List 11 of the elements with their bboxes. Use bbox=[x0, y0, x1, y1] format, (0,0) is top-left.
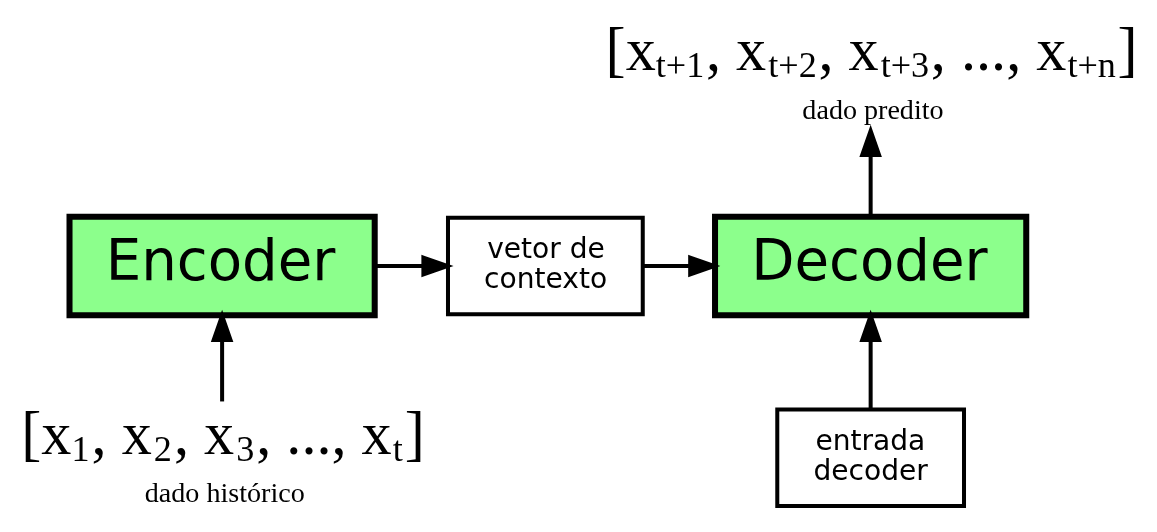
node-box: Decoder bbox=[712, 213, 1030, 319]
arrow bbox=[643, 254, 721, 278]
node-box: entrada decoder bbox=[775, 407, 966, 508]
node-box: Encoder bbox=[66, 213, 378, 319]
node-box: vetor de contexto bbox=[446, 215, 645, 317]
arrow bbox=[210, 309, 234, 402]
node-label: dado histórico bbox=[144, 477, 305, 509]
arrow bbox=[374, 254, 454, 278]
node-label: dado predito bbox=[802, 93, 944, 125]
arrow bbox=[859, 309, 882, 410]
arrow bbox=[859, 124, 882, 217]
